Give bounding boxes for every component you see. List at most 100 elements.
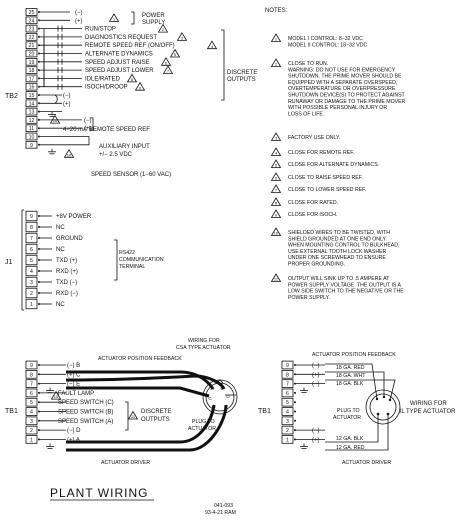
svg-text:2: 2: [275, 62, 278, 67]
remote-speed-ref-label: 4−20 mA REMOTE SPEED REF: [63, 127, 150, 133]
svg-text:7: 7: [167, 69, 170, 74]
tb1-right-signal-2: (−): [312, 428, 320, 434]
tb2-signal-14: (+): [63, 101, 71, 107]
wiring-for-csa-2: CSA TYPE ACTUATOR: [176, 345, 231, 351]
tb1-right-terminal-5: 5: [281, 397, 296, 407]
tb2-signal-22: DIAGNOSTICS REQUEST: [85, 35, 157, 41]
j1-signal-6: NC: [56, 247, 65, 253]
note-1-marker: 1: [108, 13, 120, 22]
j1-terminal-7: 7: [25, 232, 40, 244]
svg-text:22: 22: [29, 35, 35, 41]
tb1-left-signal-8: (+) C: [67, 372, 81, 378]
tb2-label: TB2: [5, 93, 18, 100]
note-1-line-1: MODEL I CONTROL: 8−32 VDC: [288, 36, 363, 42]
svg-text:2: 2: [162, 27, 165, 32]
tb2-shield-ground-1: [48, 111, 56, 117]
svg-text:1: 1: [30, 437, 33, 443]
svg-text:9: 9: [139, 85, 142, 90]
discrete-outputs-label-2: OUTPUTS: [227, 77, 256, 83]
j1-signal-8: NC: [56, 225, 65, 231]
note-2-marker: 2: [157, 23, 169, 33]
ul-wires: [325, 363, 396, 451]
tb1-left-signal-7: (−) E: [67, 382, 80, 388]
svg-text:24: 24: [29, 18, 35, 24]
j1-terminal-6: 6: [25, 243, 40, 255]
tb2-shield-ground-2: [48, 148, 56, 155]
j1-signal-5: TXD (+): [56, 258, 77, 264]
discrete-bracket-left: [125, 401, 129, 431]
note-7-line-1: CLOSE TO LOWER SPEED REF.: [288, 187, 366, 193]
svg-text:18: 18: [29, 68, 35, 74]
tb2-brackets: [131, 11, 225, 101]
svg-text:8: 8: [131, 77, 134, 82]
note-10-marker-3: 10: [50, 390, 62, 400]
j1-signal-9: +8V POWER: [56, 214, 92, 220]
note-5-marker: 5: [169, 48, 181, 58]
svg-text:10: 10: [29, 135, 35, 141]
tb2-signal-25: (−): [75, 10, 83, 16]
svg-text:6: 6: [30, 247, 33, 253]
svg-text:10: 10: [67, 152, 72, 157]
note-8-line-1: CLOSE FOR RATED.: [288, 200, 338, 206]
rs422-bracket: [114, 239, 118, 281]
svg-text:2: 2: [286, 428, 289, 434]
notes-title: NOTES:: [265, 8, 288, 14]
tb2-signal-18: SPEED ADJUST LOWER: [85, 68, 154, 74]
svg-text:4: 4: [30, 410, 33, 416]
svg-text:3: 3: [181, 36, 184, 41]
tb2-signal-15: (−): [63, 93, 71, 99]
svg-text:23: 23: [29, 27, 35, 33]
note-9-marker: 9: [134, 81, 146, 91]
tb2-terminal-21: 21: [25, 41, 40, 49]
csa-pin-B: B: [220, 386, 223, 391]
note-2-line-1: CLOSE TO RUN.: [288, 61, 328, 67]
tb1-left-ground-1: [46, 387, 54, 394]
note-6-line-1: CLOSE TO RAISE SPEED REF.: [288, 175, 363, 181]
svg-text:9: 9: [286, 363, 289, 369]
note-1-label: 1: [270, 33, 282, 42]
drawing-number: 041-093: [214, 503, 233, 509]
tb1-left-terminal-9: 9: [25, 360, 40, 370]
svg-text:8: 8: [286, 372, 289, 378]
plug-to-left-1: PLUG TO: [192, 419, 215, 425]
svg-text:12: 12: [29, 118, 35, 124]
note-8-label: 8: [270, 197, 282, 206]
note-8-marker: 8: [126, 73, 138, 83]
j1-terminal-9: 9: [25, 210, 40, 222]
tb1-right-signal-8: (+): [312, 372, 320, 378]
comm-label: COMMUNICATION: [119, 257, 164, 263]
note-4-label: 4: [270, 147, 282, 156]
tb1-left-signal-3: SPEED SWITCH (A): [58, 419, 113, 425]
svg-text:16: 16: [29, 85, 35, 91]
aux-range-label: +/− 2.5 VDC: [99, 152, 133, 158]
tb1-left-signal-6: FAULT LAMP: [58, 391, 94, 397]
wiring-for-csa-1: WIRING FOR: [188, 338, 220, 344]
svg-text:3: 3: [275, 136, 278, 141]
note-5-label: 5: [270, 159, 282, 168]
svg-text:6: 6: [165, 60, 168, 65]
driver-label-right: ACTUATOR DRIVER: [342, 460, 391, 466]
note-2-line-7: RUNAWAY OR DAMAGE TO THE PRIME MOVER: [288, 99, 406, 105]
terminal-label: TERMINAL: [119, 264, 145, 270]
note-11-line-3: LOW SIDE SWITCH TO THE NEGATIVE OR THE: [288, 289, 404, 295]
note-10-line-6: PROPER GROUNDING.: [288, 262, 345, 268]
tb2-terminal-17: 17: [25, 74, 40, 82]
tb2-signal-24: (+): [75, 18, 83, 24]
svg-text:11: 11: [131, 414, 136, 419]
tb1-left-signal-1: (+) A: [67, 437, 80, 443]
svg-text:1: 1: [30, 302, 33, 308]
tb2-terminal-block: 252423222120191817161514131211109RUN/STO…: [25, 8, 218, 158]
svg-text:10: 10: [53, 118, 58, 123]
tb1-right-terminal-8: 8: [281, 369, 296, 379]
note-6-label: 6: [270, 172, 282, 181]
tb1-right-signal-9: (−): [312, 363, 320, 369]
svg-text:3: 3: [30, 280, 33, 286]
svg-text:21: 21: [29, 43, 35, 49]
tb2-signal-16: ISOCH/DROOP: [85, 85, 128, 91]
tb1-left-terminal-4: 4: [25, 407, 40, 416]
note-4-line-1: CLOSE FOR REMOTE REF.: [288, 150, 354, 156]
